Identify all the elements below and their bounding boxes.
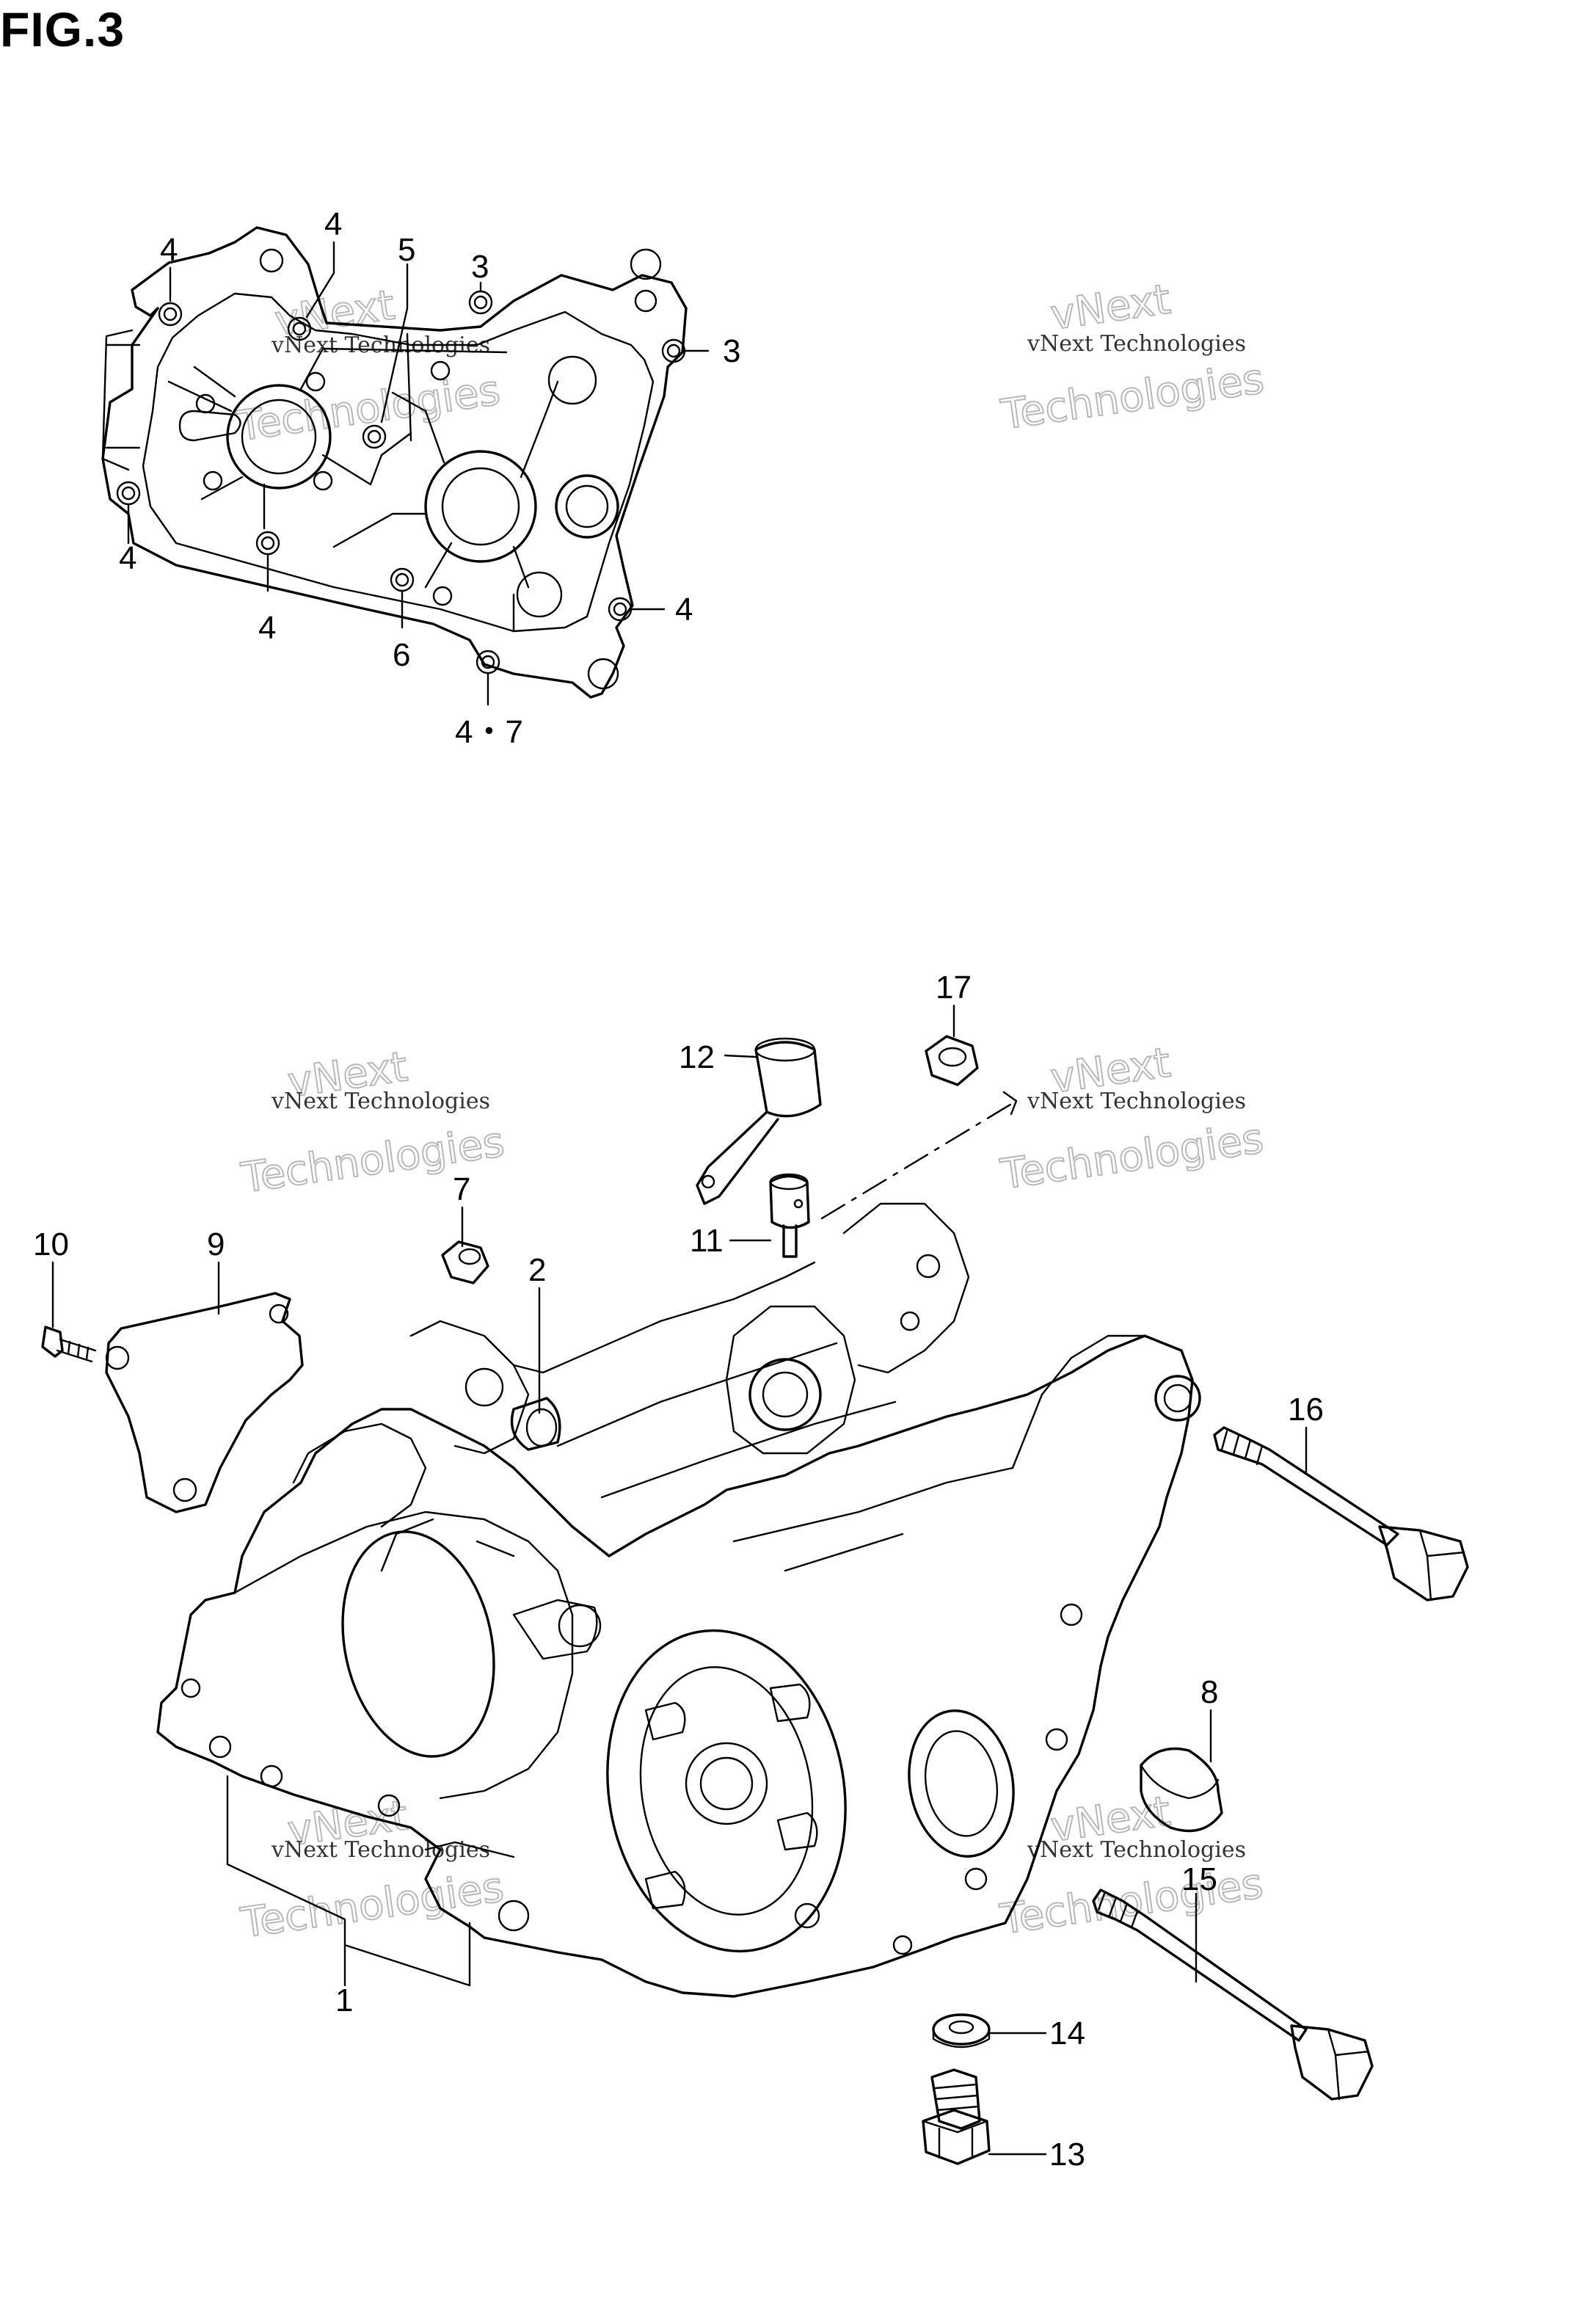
watermark-text: vNext Technologies — [271, 1088, 490, 1114]
part-7-nut — [441, 1240, 489, 1284]
callout-4: 4 — [258, 610, 276, 646]
watermark-text: vNext Technologies — [1027, 331, 1246, 357]
callout-9: 9 — [207, 1226, 225, 1262]
crankcase-leaders — [51, 1004, 1308, 2156]
callout-17: 17 — [936, 970, 972, 1006]
callout-4: 4 — [324, 206, 342, 242]
part-11-dowel — [769, 1173, 810, 1258]
callout-1: 1 — [335, 1982, 353, 2018]
watermark-technologies: Technologies — [997, 1115, 1266, 1199]
callout-12: 12 — [679, 1039, 715, 1075]
watermark-vnext: vNext — [1048, 275, 1173, 339]
gasket-leaders — [127, 241, 710, 706]
callout-11: 11 — [690, 1223, 724, 1259]
figure-title: FIG.3 — [0, 2, 125, 57]
callout-7: 7 — [453, 1171, 470, 1207]
watermark-text: vNext Technologies — [1027, 1088, 1246, 1114]
callout-4: 4 — [160, 232, 178, 268]
part-17-nut — [925, 1035, 979, 1086]
callout-4-7: 4・7 — [455, 714, 523, 750]
callout-10: 10 — [33, 1226, 69, 1262]
watermark-text: vNext Technologies — [271, 1837, 490, 1863]
callout-4: 4 — [675, 592, 693, 628]
part-16-bolt — [1213, 1426, 1469, 1602]
watermark-technologies: Technologies — [998, 355, 1267, 440]
callout-13: 13 — [1049, 2137, 1085, 2173]
callout-2: 2 — [528, 1252, 546, 1288]
watermark-technologies: Technologies — [238, 1864, 506, 1948]
callout-15: 15 — [1181, 1861, 1217, 1897]
callout-3: 3 — [471, 249, 489, 285]
part-15-bolt — [1092, 1889, 1374, 2101]
part-12-breather — [696, 1037, 822, 1205]
part-9-cover — [105, 1292, 304, 1513]
callout-16: 16 — [1288, 1392, 1324, 1428]
callout-14: 14 — [1049, 2015, 1085, 2051]
watermark-text: vNext Technologies — [1027, 1837, 1246, 1863]
part-14-washer — [932, 2013, 991, 2049]
callout-4: 4 — [119, 540, 136, 576]
callout-8: 8 — [1200, 1674, 1218, 1710]
callout-5: 5 — [398, 232, 415, 268]
part-8-dowel — [1140, 1747, 1223, 1833]
watermark-technologies: Technologies — [997, 1860, 1266, 1944]
crankcase-assembly — [156, 1202, 1201, 1998]
part-13-drain-plug — [922, 2068, 991, 2165]
callout-3: 3 — [723, 333, 740, 369]
part-10-screw — [41, 1326, 97, 1363]
callout-6: 6 — [393, 637, 410, 673]
crankcase-gasket — [101, 226, 688, 699]
